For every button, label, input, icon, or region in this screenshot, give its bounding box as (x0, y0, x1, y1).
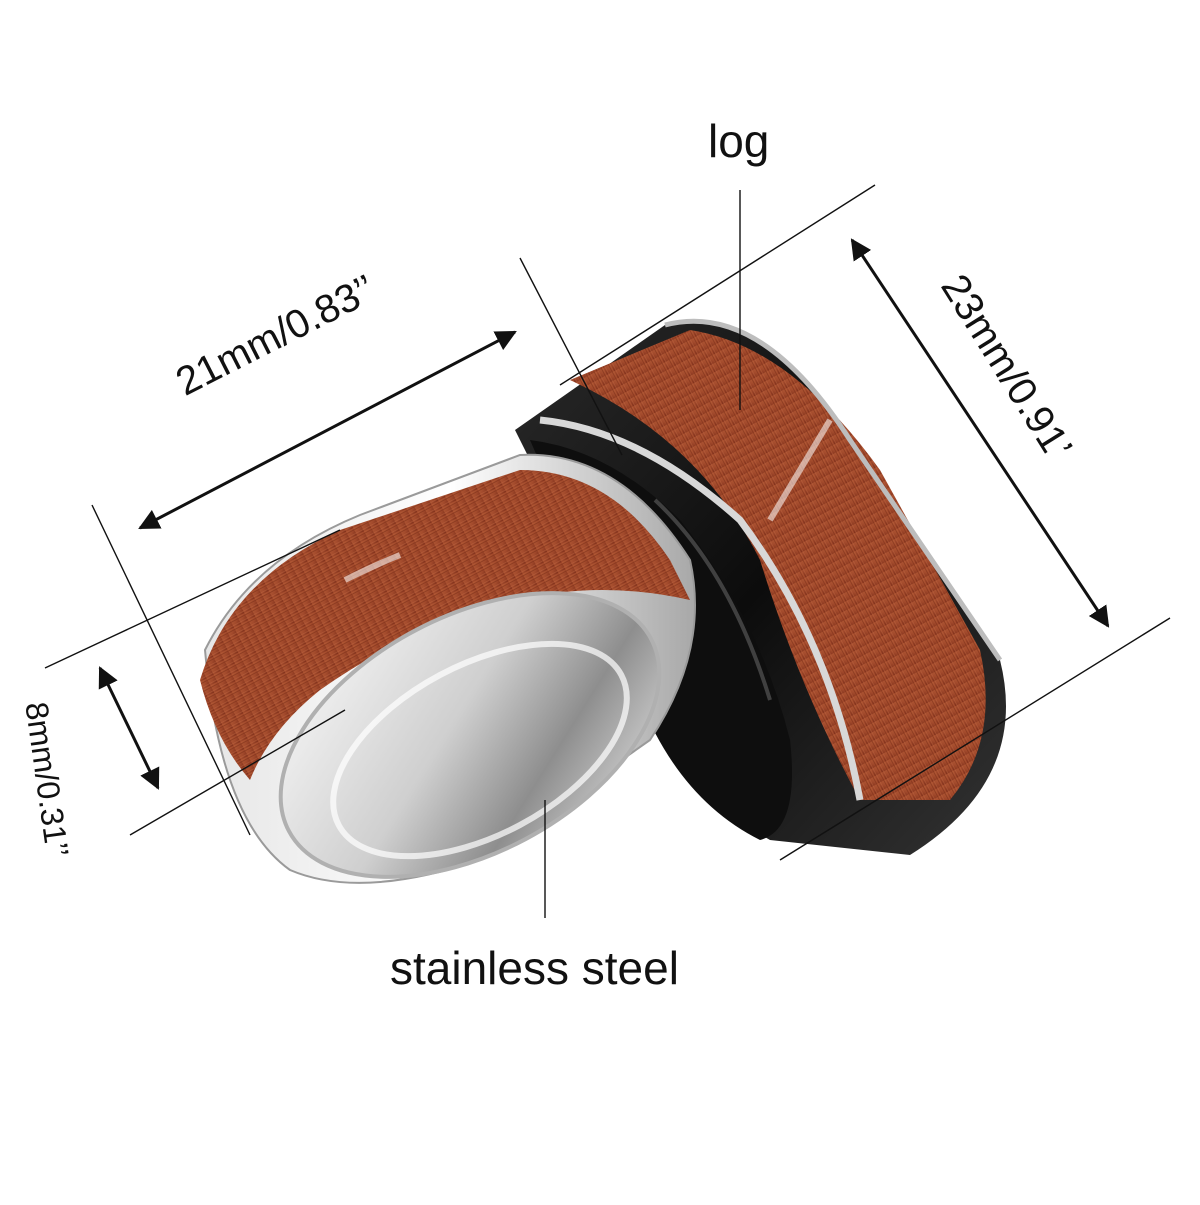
label-stainless-steel: stainless steel (390, 942, 679, 994)
dimension-arrows (98, 238, 1110, 790)
black-ring-wood-inlay (570, 330, 986, 800)
ext-line-8-bottom (129, 709, 346, 836)
double-arrow-icon (850, 238, 1110, 628)
ext-line-23-top (559, 184, 876, 386)
silver-ring-inner (278, 591, 662, 879)
double-arrow-icon (98, 666, 160, 790)
silver-wood-ring (200, 453, 696, 884)
dimension-lines (44, 184, 1171, 918)
ext-line-23-bottom (779, 617, 1171, 861)
black-ring-bevel-bottom (539, 416, 864, 801)
double-arrow-icon (138, 330, 517, 530)
silver-ring-wood-inlay (200, 470, 690, 780)
ext-line-8-top (44, 529, 341, 669)
black-ring-bevel-top (664, 318, 1003, 662)
label-log: log (708, 115, 770, 167)
ext-line-21-right (519, 257, 623, 456)
